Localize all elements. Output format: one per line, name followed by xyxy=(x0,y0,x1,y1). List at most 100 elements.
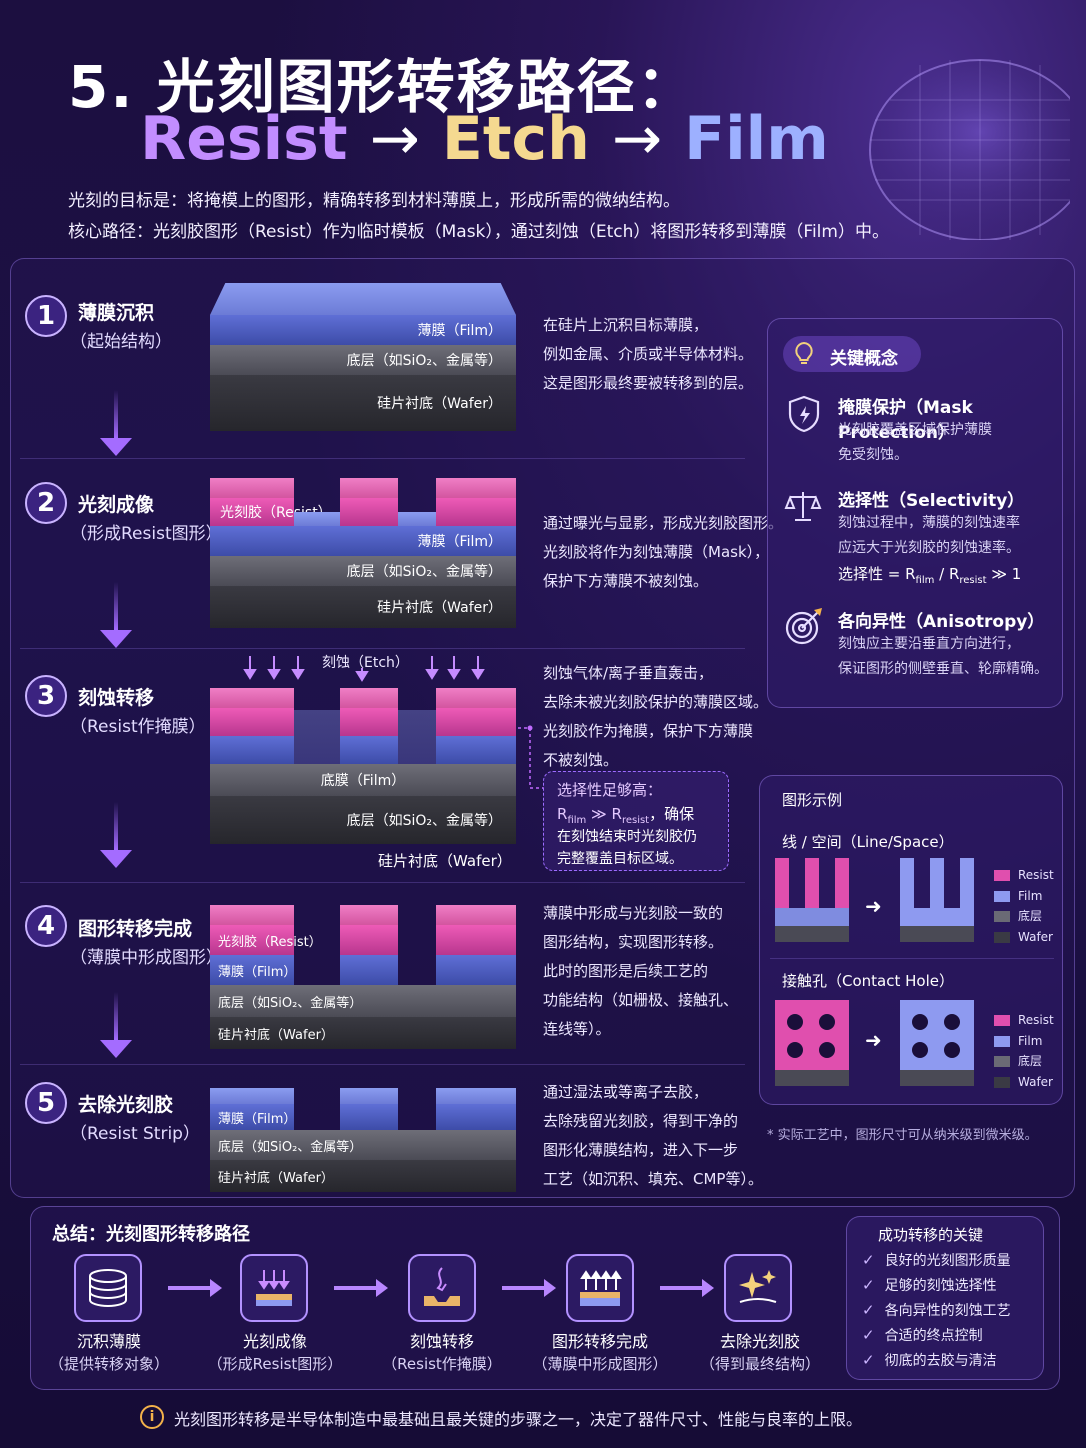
step-3-description: 刻蚀气体/离子垂直轰击， 去除未被光刻胶保护的薄膜区域。 光刻胶作为掩膜，保护下… xyxy=(543,659,768,775)
film-top xyxy=(210,1088,294,1104)
wafer-globe-icon xyxy=(869,59,1070,240)
step-3-subtitle: （Resist作掩膜） xyxy=(70,717,206,737)
step-5-stack: 薄膜（Film） 底层（如SiO₂、金属等） 硅片衬底（Wafer） xyxy=(210,1088,516,1192)
hole xyxy=(944,1042,960,1058)
film-block: 薄膜（Film） xyxy=(210,1104,296,1130)
film-layer: 薄膜（Film） xyxy=(210,526,516,556)
connector-line xyxy=(518,725,544,789)
film-line xyxy=(900,858,914,908)
hole xyxy=(819,1014,835,1030)
concept-line: 光刻胶覆盖区域保护薄膜 xyxy=(838,422,992,438)
resist-block xyxy=(340,925,398,955)
formula-part: ，确保 xyxy=(649,805,695,823)
success-key-item: ✓彻底的去胶与清洁 xyxy=(862,1348,1011,1373)
legend-item: Film xyxy=(994,1031,1054,1052)
film-top xyxy=(340,1088,398,1104)
page-title: 5. 光刻图形转移路径： xyxy=(68,53,697,121)
formula-sub: film xyxy=(567,815,587,826)
concept-text: 刻蚀过程中，薄膜的刻蚀速率 应远大于光刻胶的刻蚀速率。 xyxy=(838,511,1020,561)
resist-block: 光刻胶（Resist） xyxy=(210,498,332,526)
note-title: 选择性足够高： xyxy=(557,781,663,799)
resist-top xyxy=(436,478,516,498)
under-layer: 底层（如SiO₂、金属等） xyxy=(210,556,516,586)
hole xyxy=(912,1042,928,1058)
concept-line: 应远大于光刻胶的刻蚀速率。 xyxy=(838,540,1020,556)
down-arrow-icon xyxy=(100,850,132,868)
desc-line: 例如金属、介质或半导体材料。 xyxy=(543,345,754,363)
line-space-after xyxy=(900,858,974,942)
wafer-base xyxy=(775,926,849,942)
legend-label: Wafer xyxy=(1018,1074,1053,1089)
down-arrow-icon xyxy=(100,438,132,456)
resist-block xyxy=(436,925,516,955)
film-block: 薄膜（Film） xyxy=(210,955,297,985)
summary-label: 刻蚀转移 xyxy=(409,1332,474,1351)
summary-step-2 xyxy=(240,1254,308,1322)
wafer-label: 硅片衬底（Wafer） xyxy=(378,852,512,870)
summary-sub: （Resist作掩膜） xyxy=(382,1355,502,1373)
formula-part: 选择性 = R xyxy=(838,565,916,583)
concept-title: 掩膜保护（Mask Protection） xyxy=(838,398,973,443)
key-text: 合适的终点控制 xyxy=(884,1328,983,1344)
legend: Resist Film 底层 Wafer xyxy=(994,865,1054,947)
film-label: 薄膜（Film） xyxy=(218,964,297,980)
etched-gap xyxy=(294,710,340,764)
formula-sub: resist xyxy=(959,575,987,586)
concept-line: 刻蚀过程中，薄膜的刻蚀速率 xyxy=(838,515,1020,531)
desc-line: 这是图形最终要被转移到的层。 xyxy=(543,374,754,392)
exposure-icon xyxy=(256,1270,292,1306)
success-keys-card xyxy=(846,1216,1044,1380)
summary-label: 沉积薄膜 xyxy=(76,1332,141,1351)
step-2-stack: 光刻胶（Resist） 薄膜（Film） 底层（如SiO₂、金属等） 硅片衬底（… xyxy=(210,478,516,628)
step-4-stack: 光刻胶（Resist） 薄膜（Film） 底层（如SiO₂、金属等） 硅片衬底（… xyxy=(210,905,516,1049)
note-line: 在刻蚀结束时光刻胶仍 xyxy=(557,829,697,845)
step-2-description: 通过曝光与显影，形成光刻胶图形。 光刻胶将作为刻蚀薄膜（Mask）， 保护下方薄… xyxy=(543,509,783,596)
selectivity-note xyxy=(543,771,729,871)
wafer-layer: 硅片衬底（Wafer） xyxy=(210,1160,516,1192)
summary-title: 总结：光刻图形转移路径 xyxy=(52,1224,250,1245)
formula-part: ≫ R xyxy=(586,805,622,823)
resist-block xyxy=(775,1000,849,1070)
resist-top xyxy=(340,905,398,925)
note-line: 完整覆盖目标区域。 xyxy=(557,851,683,867)
success-key-item: ✓良好的光刻图形质量 xyxy=(862,1248,1011,1273)
resist-label: 光刻胶（Resist） xyxy=(218,934,322,950)
desc-line: 薄膜中形成与光刻胶一致的 xyxy=(543,904,724,922)
legend-label: Wafer xyxy=(1018,929,1053,944)
step-4-title: 图形转移完成 xyxy=(78,918,193,940)
resist-block xyxy=(436,708,516,736)
step-1-stack: 薄膜（Film） 底层（如SiO₂、金属等） 硅片衬底（Wafer） xyxy=(210,283,516,431)
summary-step-4 xyxy=(566,1254,634,1322)
arrow-right-icon: ➜ xyxy=(865,1028,882,1052)
hole xyxy=(819,1042,835,1058)
summary-step-3 xyxy=(408,1254,476,1322)
summary-label: 光刻成像 xyxy=(242,1332,307,1351)
legend-swatch xyxy=(994,911,1010,922)
legend-swatch xyxy=(994,870,1010,881)
title-arrow: → xyxy=(611,104,663,174)
summary-sub: （提供转移对象） xyxy=(48,1355,169,1373)
intro-line-1: 光刻的目标是：将掩模上的图形，精确转移到材料薄膜上，形成所需的微纳结构。 xyxy=(68,191,680,211)
desc-line: 此时的图形是后续工艺的 xyxy=(543,962,709,980)
step-5-title: 去除光刻胶 xyxy=(78,1094,174,1116)
resist-block: 光刻胶（Resist） xyxy=(210,925,322,955)
etched-gap xyxy=(398,710,436,764)
database-stack-icon xyxy=(89,1269,127,1308)
success-keys-title: 成功转移的关键 xyxy=(878,1226,984,1244)
title-etch: Etch xyxy=(441,104,590,174)
concept-title: 各向异性（Anisotropy） xyxy=(838,612,1045,632)
success-keys-list: ✓良好的光刻图形质量 ✓足够的刻蚀选择性 ✓各向异性的刻蚀工艺 ✓合适的终点控制… xyxy=(862,1248,1011,1373)
sparkle-icon xyxy=(739,1270,777,1303)
legend-label: 底层 xyxy=(1018,1054,1043,1068)
resist-block xyxy=(436,498,516,526)
concept-text: 刻蚀应主要沿垂直方向进行， 保证图形的侧壁垂直、轮廓精确。 xyxy=(838,632,1048,682)
film-block xyxy=(900,1000,974,1070)
etch-arrows-icon xyxy=(243,656,485,682)
desc-line: 去除残留光刻胶，得到干净的 xyxy=(543,1112,739,1130)
desc-line: 图形结构，实现图形转移。 xyxy=(543,933,724,951)
shield-icon xyxy=(788,395,820,433)
hole xyxy=(912,1014,928,1030)
examples-footnote: * 实际工艺中，图形尺寸可从纳米级到微米级。 xyxy=(767,1128,1038,1143)
resist-top xyxy=(340,688,398,708)
film-top xyxy=(436,1088,516,1104)
